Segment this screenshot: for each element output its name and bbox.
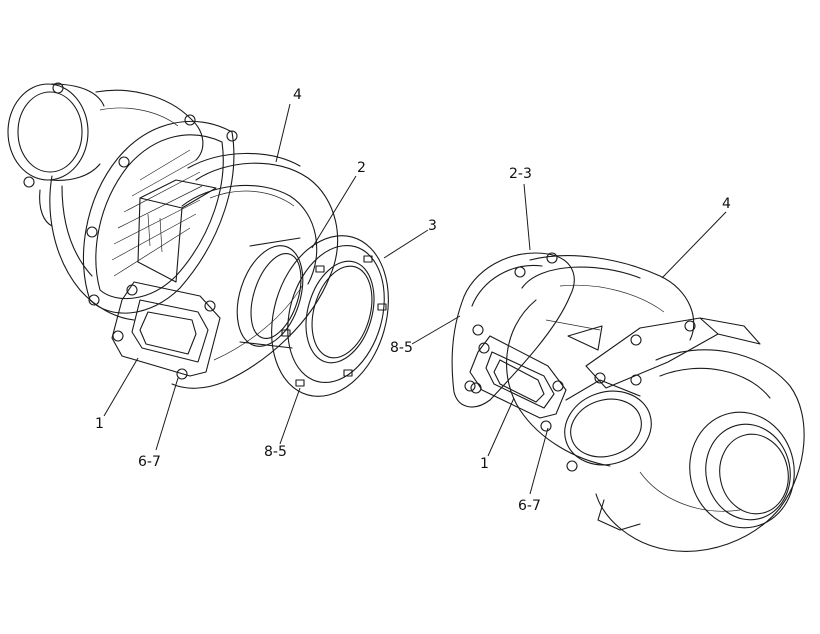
right-callout-1: 1 — [480, 456, 489, 472]
right-callout-8-5: 8-5 — [390, 340, 413, 356]
right-callout-6-7: 6-7 — [518, 498, 541, 514]
left-leader-lines — [103, 103, 429, 451]
left-callout-6-7: 6-7 — [138, 454, 161, 470]
left-callout-1: 1 — [95, 416, 104, 432]
right-compressor-inlet — [689, 411, 795, 529]
left-turbine-outlet — [236, 237, 304, 349]
left-backplate-flange — [82, 114, 238, 314]
right-leader-lines — [411, 183, 727, 495]
left-callout-4: 4 — [293, 87, 302, 103]
left-callout-2: 2 — [357, 160, 366, 176]
left-callout-8-5: 8-5 — [264, 444, 287, 460]
right-center-housing — [585, 317, 761, 389]
left-turbocharger-assembly: 4 2 3 1 6-7 8-5 — [7, 82, 437, 470]
right-callout-2-3: 2-3 — [509, 166, 532, 182]
left-outlet-flange-ring — [271, 235, 389, 397]
left-callout-3: 3 — [428, 218, 437, 234]
left-compressor-inlet — [7, 82, 105, 188]
left-center-housing — [137, 179, 217, 283]
right-inlet-pipe — [564, 379, 652, 472]
right-compressor-housing — [595, 349, 805, 552]
left-exhaust-inlet-flange — [111, 281, 221, 380]
right-exhaust-inlet-flange — [469, 335, 567, 432]
right-turbocharger-assembly: 2-3 4 8-5 1 6-7 — [390, 166, 805, 552]
right-turbine-housing — [506, 255, 695, 467]
left-compressor-housing — [39, 89, 204, 321]
right-outlet-flange — [451, 252, 575, 408]
right-callout-4: 4 — [722, 196, 731, 212]
